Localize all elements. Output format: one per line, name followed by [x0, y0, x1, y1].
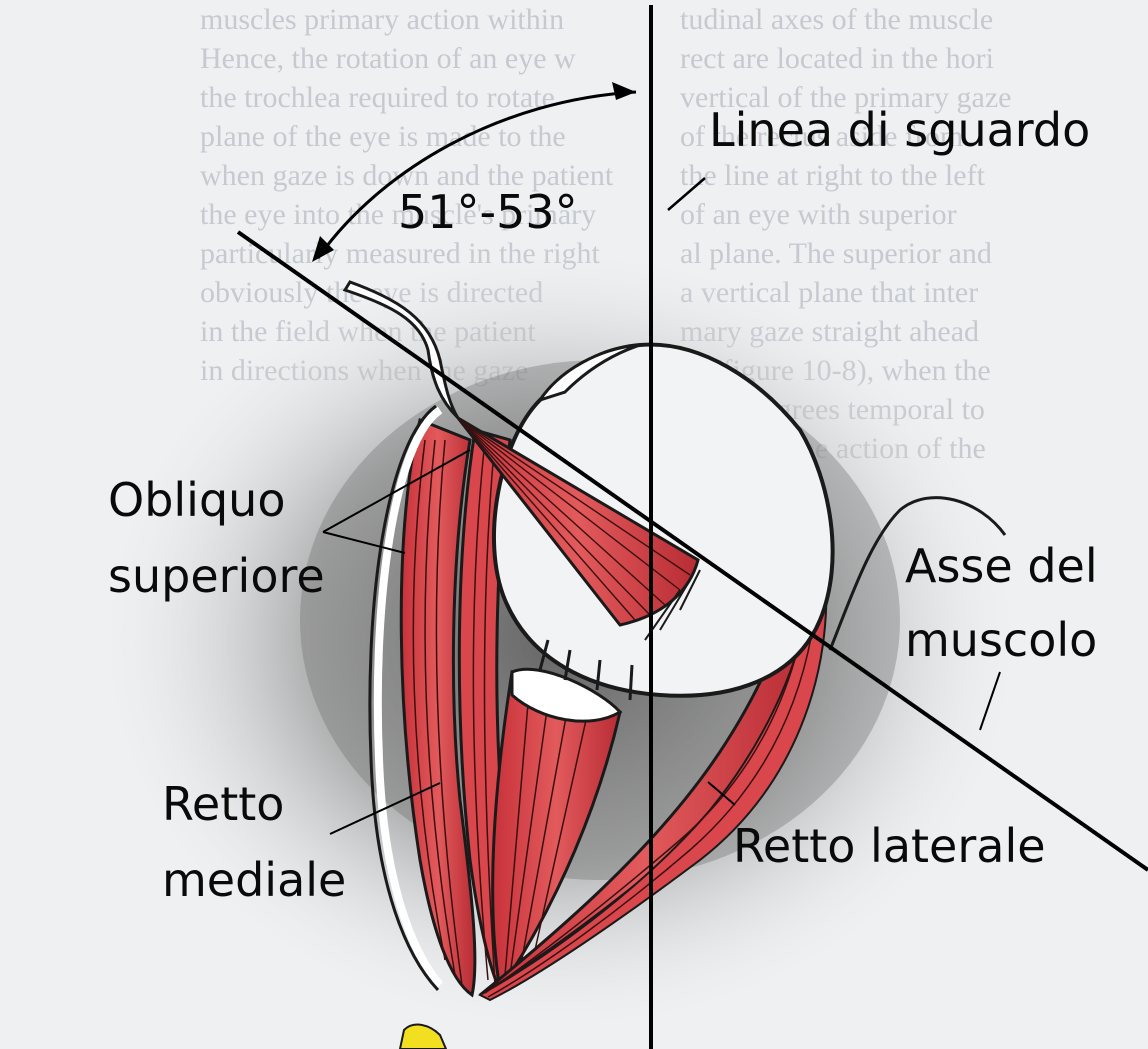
yellow-bone-fragment	[398, 1023, 448, 1049]
background-text-line: Hence, the rotation of an eye w	[200, 42, 576, 75]
medial-rectus-label-1: Retto	[162, 777, 285, 831]
angle-arrow-left	[312, 236, 334, 262]
leader-muscle-axis	[979, 671, 1001, 731]
eyeball	[492, 342, 835, 698]
background-text-line: tudinal axes of the muscle	[680, 3, 994, 36]
leader-lateral-rectus	[707, 781, 736, 806]
lateral-rectus-label: Retto laterale	[733, 819, 1046, 873]
angle-arrow-right	[612, 82, 636, 100]
background-text-line: the eye into the muscle's primary	[200, 198, 597, 231]
leader-superior-oblique-b	[322, 531, 406, 554]
background-text-line: when gaze is down and the patient	[200, 159, 614, 192]
medial-outline	[368, 404, 440, 992]
background-text-line: vertical of the primary gaze	[680, 81, 1012, 114]
lateral-rectus-band	[477, 559, 828, 1002]
medial-white-band	[373, 406, 444, 988]
background-text-line: al plane. The superior and	[680, 237, 992, 270]
lateral-contour	[828, 496, 1007, 651]
background-text-line: rect are located in the hori	[680, 42, 995, 75]
inferior-rectus-tendon	[510, 667, 623, 723]
leader-medial-rectus	[329, 782, 441, 835]
cornea-bulge	[536, 343, 641, 403]
line-of-sight-label: Linea di sguardo	[709, 103, 1091, 157]
inferior-rectus-fibers	[504, 679, 591, 976]
angle-arc	[316, 90, 637, 259]
background-text-line: muscles primary action within	[200, 3, 565, 36]
muscle-axis-label-1: Asse del	[905, 539, 1098, 593]
superior-oblique-label-2: superiore	[108, 549, 325, 603]
medial-rectus-label-2: mediale	[162, 853, 347, 907]
background-text-line: of the rectus aside from	[680, 120, 964, 153]
leader-line-of-sight	[667, 177, 706, 211]
medial-rectus-fibers	[412, 439, 496, 986]
background-text-line: the line at right to the left	[680, 159, 985, 192]
background-text-line: of an eye with superior	[680, 198, 957, 231]
lateral-rectus-fibers	[484, 579, 819, 998]
background-text-line: the trochlea required to rotate	[200, 81, 555, 114]
leader-superior-oblique-a	[322, 449, 471, 533]
muscle-axis	[236, 230, 1148, 872]
superior-oblique-label-1: Obliquo	[108, 473, 286, 527]
angle-label: 51°-53°	[398, 185, 578, 239]
trochlea	[342, 280, 460, 420]
background-text-line: plane of the eye is made to the	[200, 120, 566, 153]
scleral-insertions	[538, 639, 634, 701]
muscle-axis-label-2: muscolo	[905, 613, 1098, 667]
